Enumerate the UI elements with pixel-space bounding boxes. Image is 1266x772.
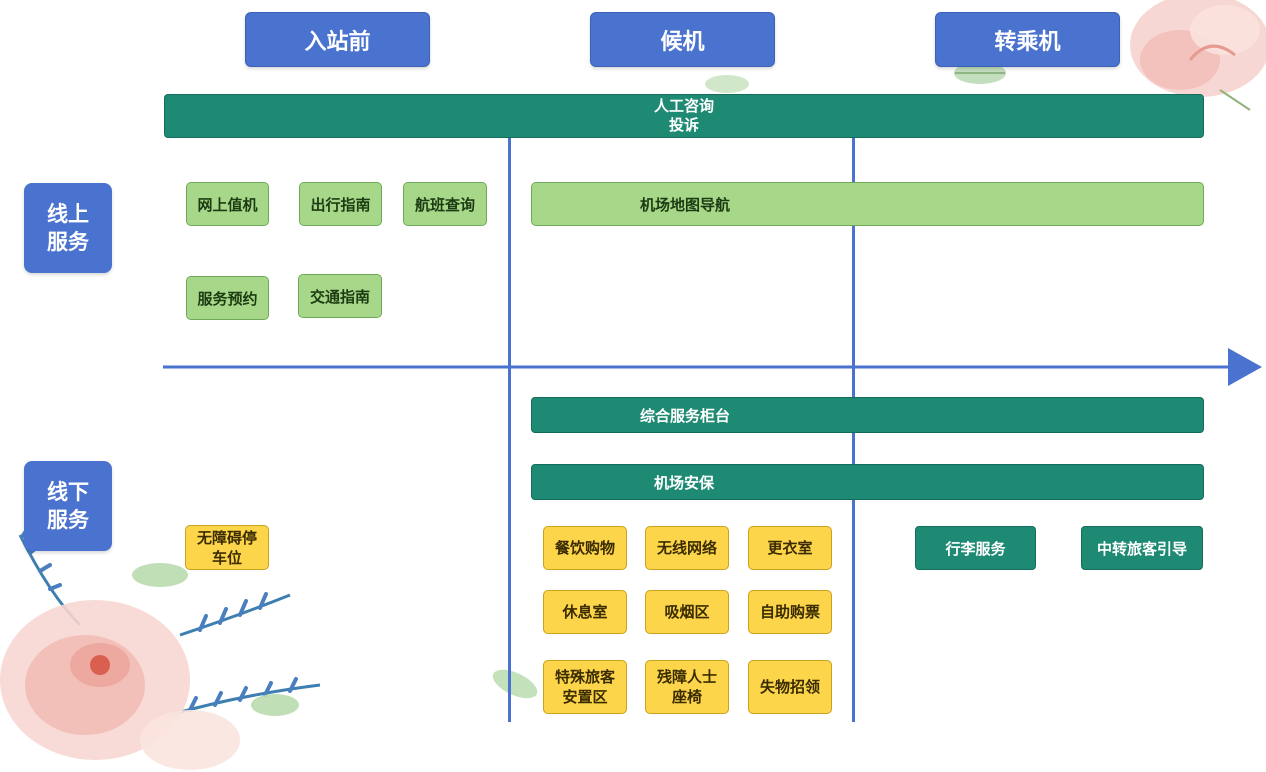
- airport-security-label: 机场安保: [654, 473, 715, 492]
- flower-decoration-bottom-left: [0, 523, 321, 770]
- timeline-arrow: [163, 348, 1262, 386]
- airport-map-navigation-bar: 机场地图导航: [531, 182, 1204, 226]
- header-before-entry: 入站前: [245, 12, 430, 67]
- changing-room-box: 更衣室: [748, 526, 832, 570]
- travel-guide-box: 出行指南: [299, 182, 382, 226]
- airport-map-navigation-label: 机场地图导航: [640, 195, 731, 214]
- transfer-guidance-box: 中转旅客引导: [1081, 526, 1203, 570]
- complaint-label: 投诉: [668, 116, 699, 134]
- service-booking-box: 服务预约: [186, 276, 269, 320]
- luggage-service-box: 行李服务: [915, 526, 1036, 570]
- flight-query-box: 航班查询: [403, 182, 487, 226]
- self-ticket-box: 自助购票: [748, 590, 832, 634]
- service-counter-label: 综合服务柜台: [640, 406, 731, 425]
- flower-decoration-top-right: [1130, 0, 1266, 111]
- accessible-parking-box: 无障碍停 车位: [185, 525, 269, 570]
- consultation-complaint-bar: 人工咨询 投诉: [164, 94, 1204, 138]
- header-waiting: 候机: [590, 12, 775, 67]
- disabled-seating-box: 残障人士 座椅: [645, 660, 729, 714]
- online-checkin-box: 网上值机: [186, 182, 269, 226]
- smoking-area-box: 吸烟区: [645, 590, 729, 634]
- airport-security-bar: 机场安保: [531, 464, 1204, 500]
- row-label-offline: 线下 服务: [24, 461, 112, 551]
- special-passenger-area-box: 特殊旅客 安置区: [543, 660, 627, 714]
- service-counter-bar: 综合服务柜台: [531, 397, 1204, 433]
- consultation-label: 人工咨询: [653, 97, 714, 115]
- leaf-decoration-top: [954, 62, 1006, 84]
- leaf-decoration-mid: [705, 75, 749, 93]
- row-label-online: 线上 服务: [24, 183, 112, 273]
- header-transfer: 转乘机: [935, 12, 1120, 67]
- traffic-guide-box: 交通指南: [298, 274, 382, 318]
- leaf-decoration-bottom-center: [492, 669, 538, 699]
- divider-line-1: [508, 138, 511, 722]
- lounge-box: 休息室: [543, 590, 627, 634]
- dining-shopping-box: 餐饮购物: [543, 526, 627, 570]
- lost-and-found-box: 失物招领: [748, 660, 832, 714]
- wifi-box: 无线网络: [645, 526, 729, 570]
